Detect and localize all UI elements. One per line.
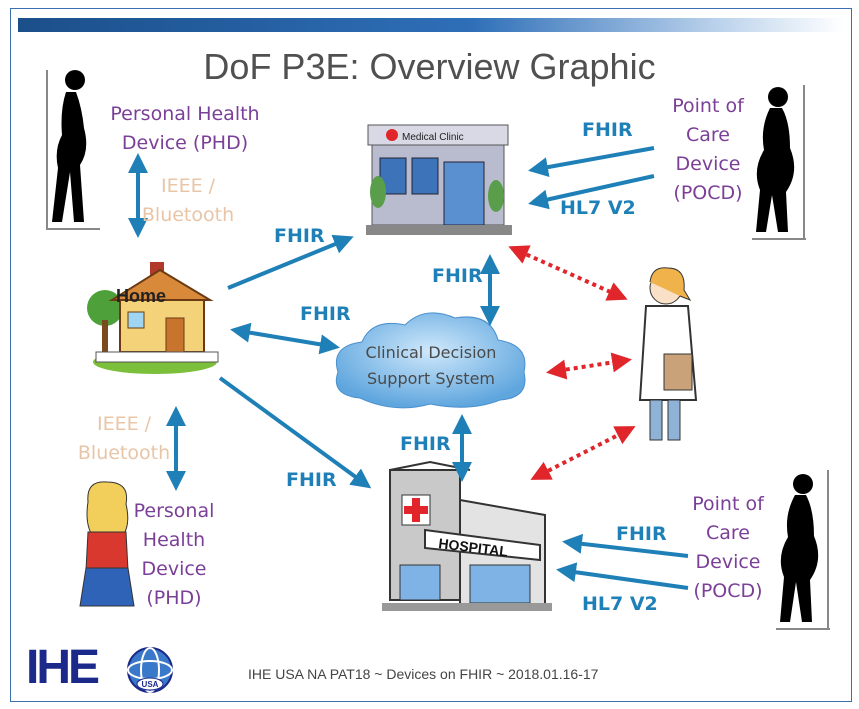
arrow-clinic-doctor [508, 245, 628, 301]
footer-text: IHE USA NA PAT18 ~ Devices on FHIR ~ 201… [248, 666, 599, 682]
fhir-label-pocd-hospital: FHIR [616, 523, 667, 545]
ieee-top-line-2: Bluetooth [141, 204, 235, 226]
title-bar-gradient [18, 18, 844, 32]
phd-bottom-line-3: Device [141, 558, 207, 580]
doctor-figure [638, 267, 698, 441]
home-label: Home [116, 286, 166, 306]
pocd-bottom-line-2: Care [706, 522, 750, 544]
pocd-bottom-line-3: Device [695, 551, 761, 573]
pocd-bottom-line-1: Point of [692, 493, 764, 515]
arrow-pocd-clinic-hl7 [528, 174, 655, 210]
medical-clinic-building [366, 124, 512, 235]
pregnant-woman-silhouette-bottom-right [776, 470, 830, 630]
fhir-label-pocd-clinic: FHIR [582, 119, 633, 141]
arrow-home-cdss [230, 322, 340, 355]
ihe-logo-text: IHE [26, 641, 100, 694]
arrow-home-clinic [227, 234, 354, 290]
pocd-top-line-1: Point of [672, 95, 744, 117]
fhir-label-cdss-hospital: FHIR [400, 433, 451, 455]
pocd-top-line-3: Device [675, 153, 741, 175]
pocd-top-line-2: Care [686, 124, 730, 146]
pocd-bottom-label: Point of Care Device (POCD) [678, 490, 778, 606]
arrow-pocd-hospital-hl7 [556, 562, 689, 590]
phd-bottom-line-4: (PHD) [146, 587, 202, 609]
phd-bottom-line-2: Health [142, 529, 206, 551]
pregnant-woman-silhouette-top-left [46, 70, 100, 230]
phd-bottom-label: Personal Health Device (PHD) [124, 497, 224, 613]
arrow-pocd-clinic-fhir [528, 146, 655, 178]
phd-top-line-1: Personal Health [110, 103, 260, 125]
ieee-bottom-line-1: IEEE / [96, 413, 152, 435]
phd-top-line-2: Device (PHD) [121, 132, 249, 154]
phd-top-label: Personal Health Device (PHD) [100, 100, 270, 158]
pregnant-woman-silhouette-top-right [752, 85, 806, 240]
clinic-sign-text: Medical Clinic [402, 132, 464, 143]
ieee-top-line-1: IEEE / [160, 175, 216, 197]
pocd-top-label: Point of Care Device (POCD) [658, 92, 758, 208]
hl7-label-pocd-hospital: HL7 V2 [582, 593, 658, 615]
ieee-bottom-line-2: Bluetooth [77, 442, 171, 464]
arrow-home-hospital [218, 376, 372, 489]
ihe-globe-logo [127, 647, 173, 693]
ieee-bottom-label: IEEE / Bluetooth [76, 410, 172, 468]
person-with-health-device [79, 481, 135, 607]
hospital-building [382, 460, 552, 611]
phd-bottom-line-1: Personal [133, 500, 215, 522]
red-dotted-arrows [508, 245, 636, 480]
fhir-label-home-clinic: FHIR [274, 225, 325, 247]
fhir-label-home-cdss: FHIR [300, 303, 351, 325]
ieee-top-label: IEEE / Bluetooth [140, 172, 236, 230]
fhir-label-clinic-cdss: FHIR [432, 265, 483, 287]
arrow-hospital-doctor [530, 426, 636, 480]
arrow-pocd-hospital-fhir [562, 533, 689, 558]
hl7-label-pocd-clinic: HL7 V2 [560, 197, 636, 219]
pocd-top-line-4: (POCD) [673, 182, 743, 204]
slide-title: DoF P3E: Overview Graphic [203, 46, 656, 87]
pocd-bottom-line-4: (POCD) [693, 580, 763, 602]
arrow-cdss-doctor [546, 352, 632, 380]
fhir-label-home-hospital: FHIR [286, 469, 337, 491]
ihe-logo-badge: USA [142, 680, 159, 689]
cdss-label-line-2: Support System [367, 369, 495, 388]
blue-data-arrows [128, 146, 689, 590]
home-house-icon [87, 262, 219, 374]
cdss-label-line-1: Clinical Decision [366, 343, 497, 362]
